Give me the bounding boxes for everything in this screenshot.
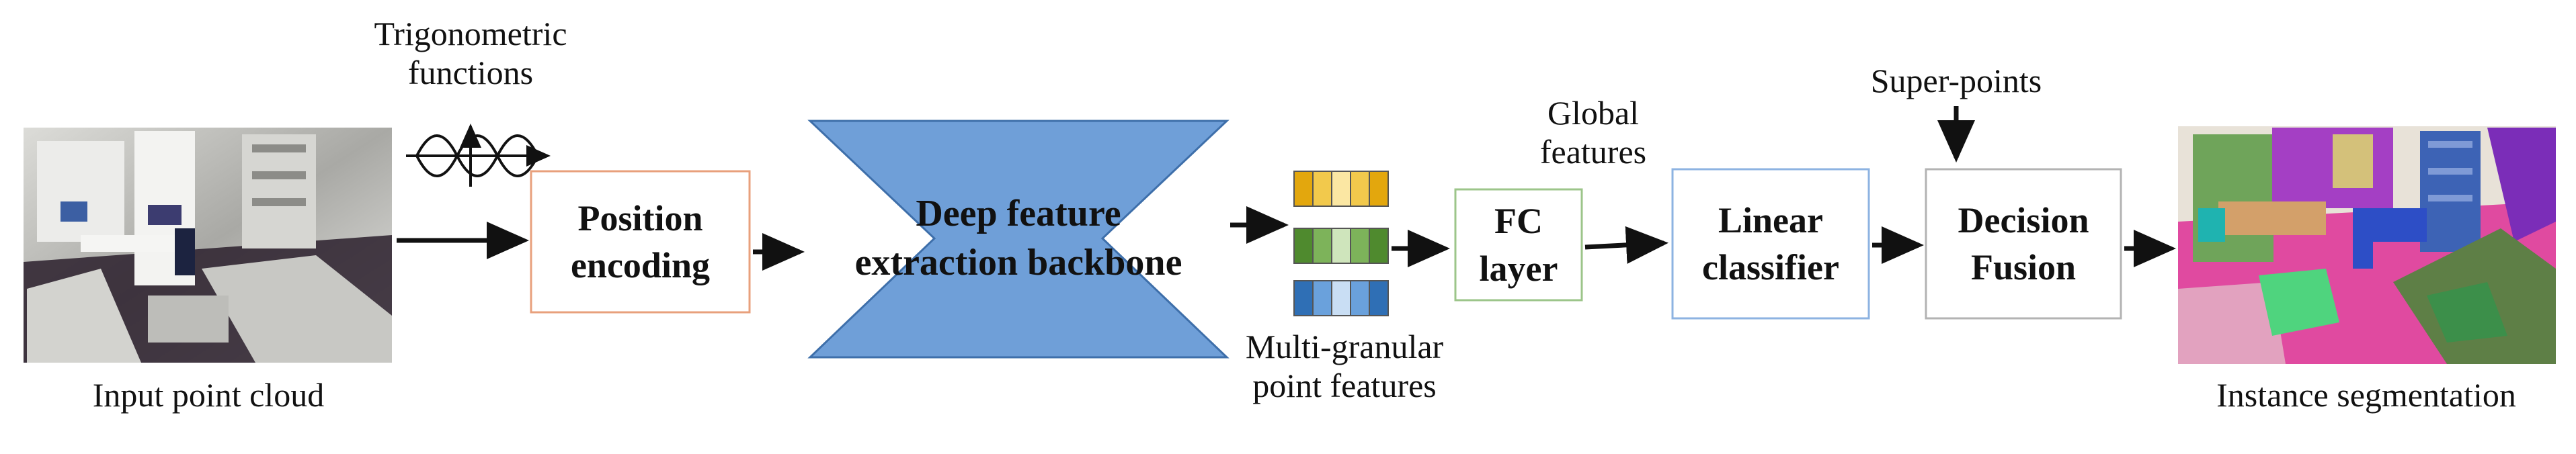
linear-classifier-line2: classifier bbox=[1702, 247, 1839, 287]
position-encoding-text: Position encoding bbox=[531, 171, 750, 312]
backbone-line1: Deep feature bbox=[916, 193, 1121, 235]
trigonometric-label: Trigonometric functions bbox=[366, 15, 575, 92]
position-encoding-line1: Position bbox=[577, 197, 703, 238]
input-point-cloud-image bbox=[24, 128, 392, 363]
input-point-cloud-label: Input point cloud bbox=[92, 376, 325, 414]
position-encoding-line2: encoding bbox=[570, 245, 711, 285]
feature-bar-green bbox=[1293, 228, 1389, 264]
global-features-line2: features bbox=[1539, 132, 1647, 171]
global-features-label: Global features bbox=[1513, 94, 1674, 171]
backbone-shape bbox=[807, 120, 1230, 359]
output-segmentation-image bbox=[2178, 126, 2556, 364]
feature-bar-yellow bbox=[1293, 171, 1389, 207]
linear-classifier-line1: Linear bbox=[1718, 199, 1823, 240]
position-encoding-box bbox=[530, 170, 751, 314]
multi-granular-line2: point features bbox=[1252, 366, 1437, 404]
global-features-line1: Global bbox=[1547, 94, 1640, 132]
decision-fusion-line2: Fusion bbox=[1970, 247, 2077, 287]
trigonometric-label-line2: functions bbox=[407, 53, 534, 91]
decision-fusion-text: Decision Fusion bbox=[1926, 169, 2121, 318]
trigonometric-label-line1: Trigonometric bbox=[374, 15, 567, 52]
decision-fusion-box bbox=[1925, 168, 2122, 320]
multi-granular-label: Multi-granular point features bbox=[1217, 328, 1472, 405]
fc-layer-text: FC layer bbox=[1455, 189, 1582, 300]
linear-classifier-text: Linear classifier bbox=[1673, 169, 1869, 318]
multi-granular-line1: Multi-granular bbox=[1245, 328, 1444, 365]
flow-arrows bbox=[397, 106, 2176, 271]
fc-layer-line1: FC bbox=[1494, 201, 1543, 242]
trigonometric-wave-icon bbox=[406, 124, 551, 187]
feature-bar-blue bbox=[1293, 280, 1389, 316]
instance-segmentation-label: Instance segmentation bbox=[2216, 376, 2516, 414]
arrow-fc-to-linear bbox=[1584, 226, 1668, 264]
decision-fusion-line1: Decision bbox=[1958, 199, 2089, 240]
backbone-line2: extraction backbone bbox=[854, 242, 1182, 283]
fc-layer-box bbox=[1454, 188, 1583, 302]
linear-classifier-box bbox=[1671, 168, 1870, 320]
super-points-label: Super-points bbox=[1870, 62, 2042, 99]
fc-layer-line2: layer bbox=[1479, 248, 1558, 289]
backbone-text: Deep feature extraction backbone bbox=[810, 175, 1227, 302]
